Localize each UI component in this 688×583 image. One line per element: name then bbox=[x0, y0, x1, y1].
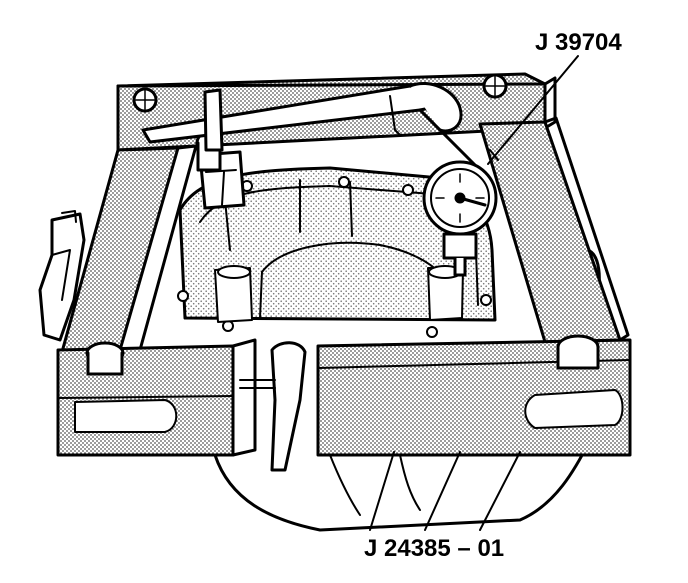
dial-indicator bbox=[422, 149, 499, 277]
front-left-block bbox=[56, 338, 257, 457]
right-bearing-post bbox=[427, 265, 464, 321]
front-right-block bbox=[316, 334, 632, 457]
case-casting-bottom bbox=[213, 438, 592, 532]
right-rail bbox=[478, 116, 630, 344]
indicator-arm bbox=[132, 73, 508, 172]
leader-bottom-1 bbox=[369, 451, 395, 531]
leader-bottom-2 bbox=[424, 451, 461, 531]
callout-dial-indicator: J 39704 bbox=[535, 29, 622, 56]
leader-bottom-3 bbox=[479, 451, 521, 531]
leader-top bbox=[487, 55, 579, 165]
center-lever bbox=[239, 341, 307, 472]
left-clamp-handle bbox=[38, 210, 86, 342]
left-bearing-post bbox=[214, 265, 253, 323]
callout-holding-fixture: J 24385 – 01 bbox=[364, 535, 505, 562]
